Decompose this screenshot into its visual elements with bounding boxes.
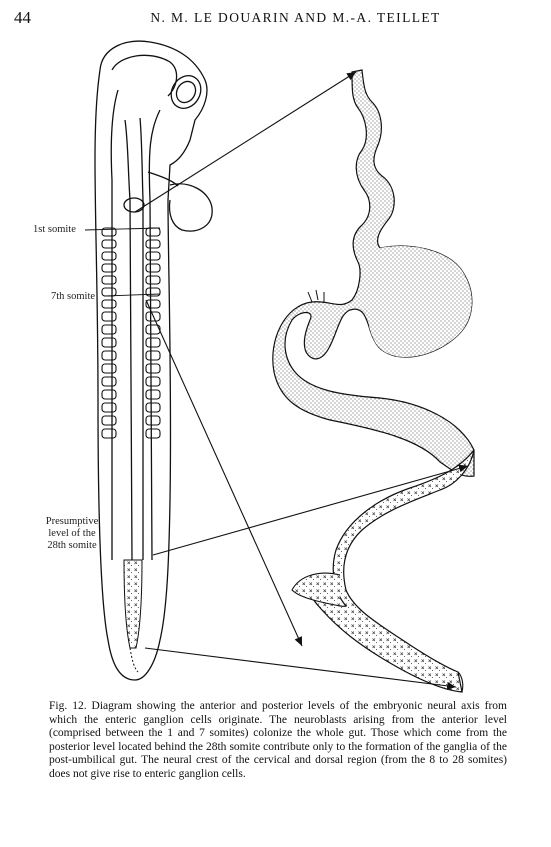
running-head: N. M. LE DOUARIN AND M.-A. TEILLET [150, 10, 441, 25]
arrow-anterior-long [145, 299, 303, 647]
figure-caption: Fig. 12. Diagram showing the anterior an… [49, 700, 507, 780]
embryo-gut-diagram [84, 40, 475, 693]
mesenteric-stub [307, 289, 325, 303]
leader-7th-somite [103, 293, 161, 297]
label-presumptive-28th: Presumptive level of the 28th somite [37, 516, 107, 552]
posterior-neural-region [123, 559, 143, 649]
arrow-presumptive-to-gut [152, 464, 469, 556]
gut-posterior [304, 449, 475, 693]
caecum [291, 572, 341, 607]
label-1st-somite: 1st somite [33, 224, 76, 235]
embryo [94, 40, 213, 681]
page-number: 44 [14, 8, 31, 27]
cloaca-tip [457, 671, 464, 693]
label-presumptive-line1: Presumptive [45, 516, 99, 527]
arrow-posterior-to-cloaca [144, 647, 457, 690]
label-presumptive-line3: 28th somite [47, 540, 97, 551]
somites [101, 227, 161, 439]
label-presumptive-line2: level of the [48, 528, 96, 539]
label-7th-somite: 7th somite [51, 291, 96, 302]
arrow-anterior-to-gut [134, 71, 357, 213]
stomach-fill [366, 246, 472, 358]
leader-1st-somite [84, 227, 161, 231]
neural-tube-tail [129, 647, 139, 673]
